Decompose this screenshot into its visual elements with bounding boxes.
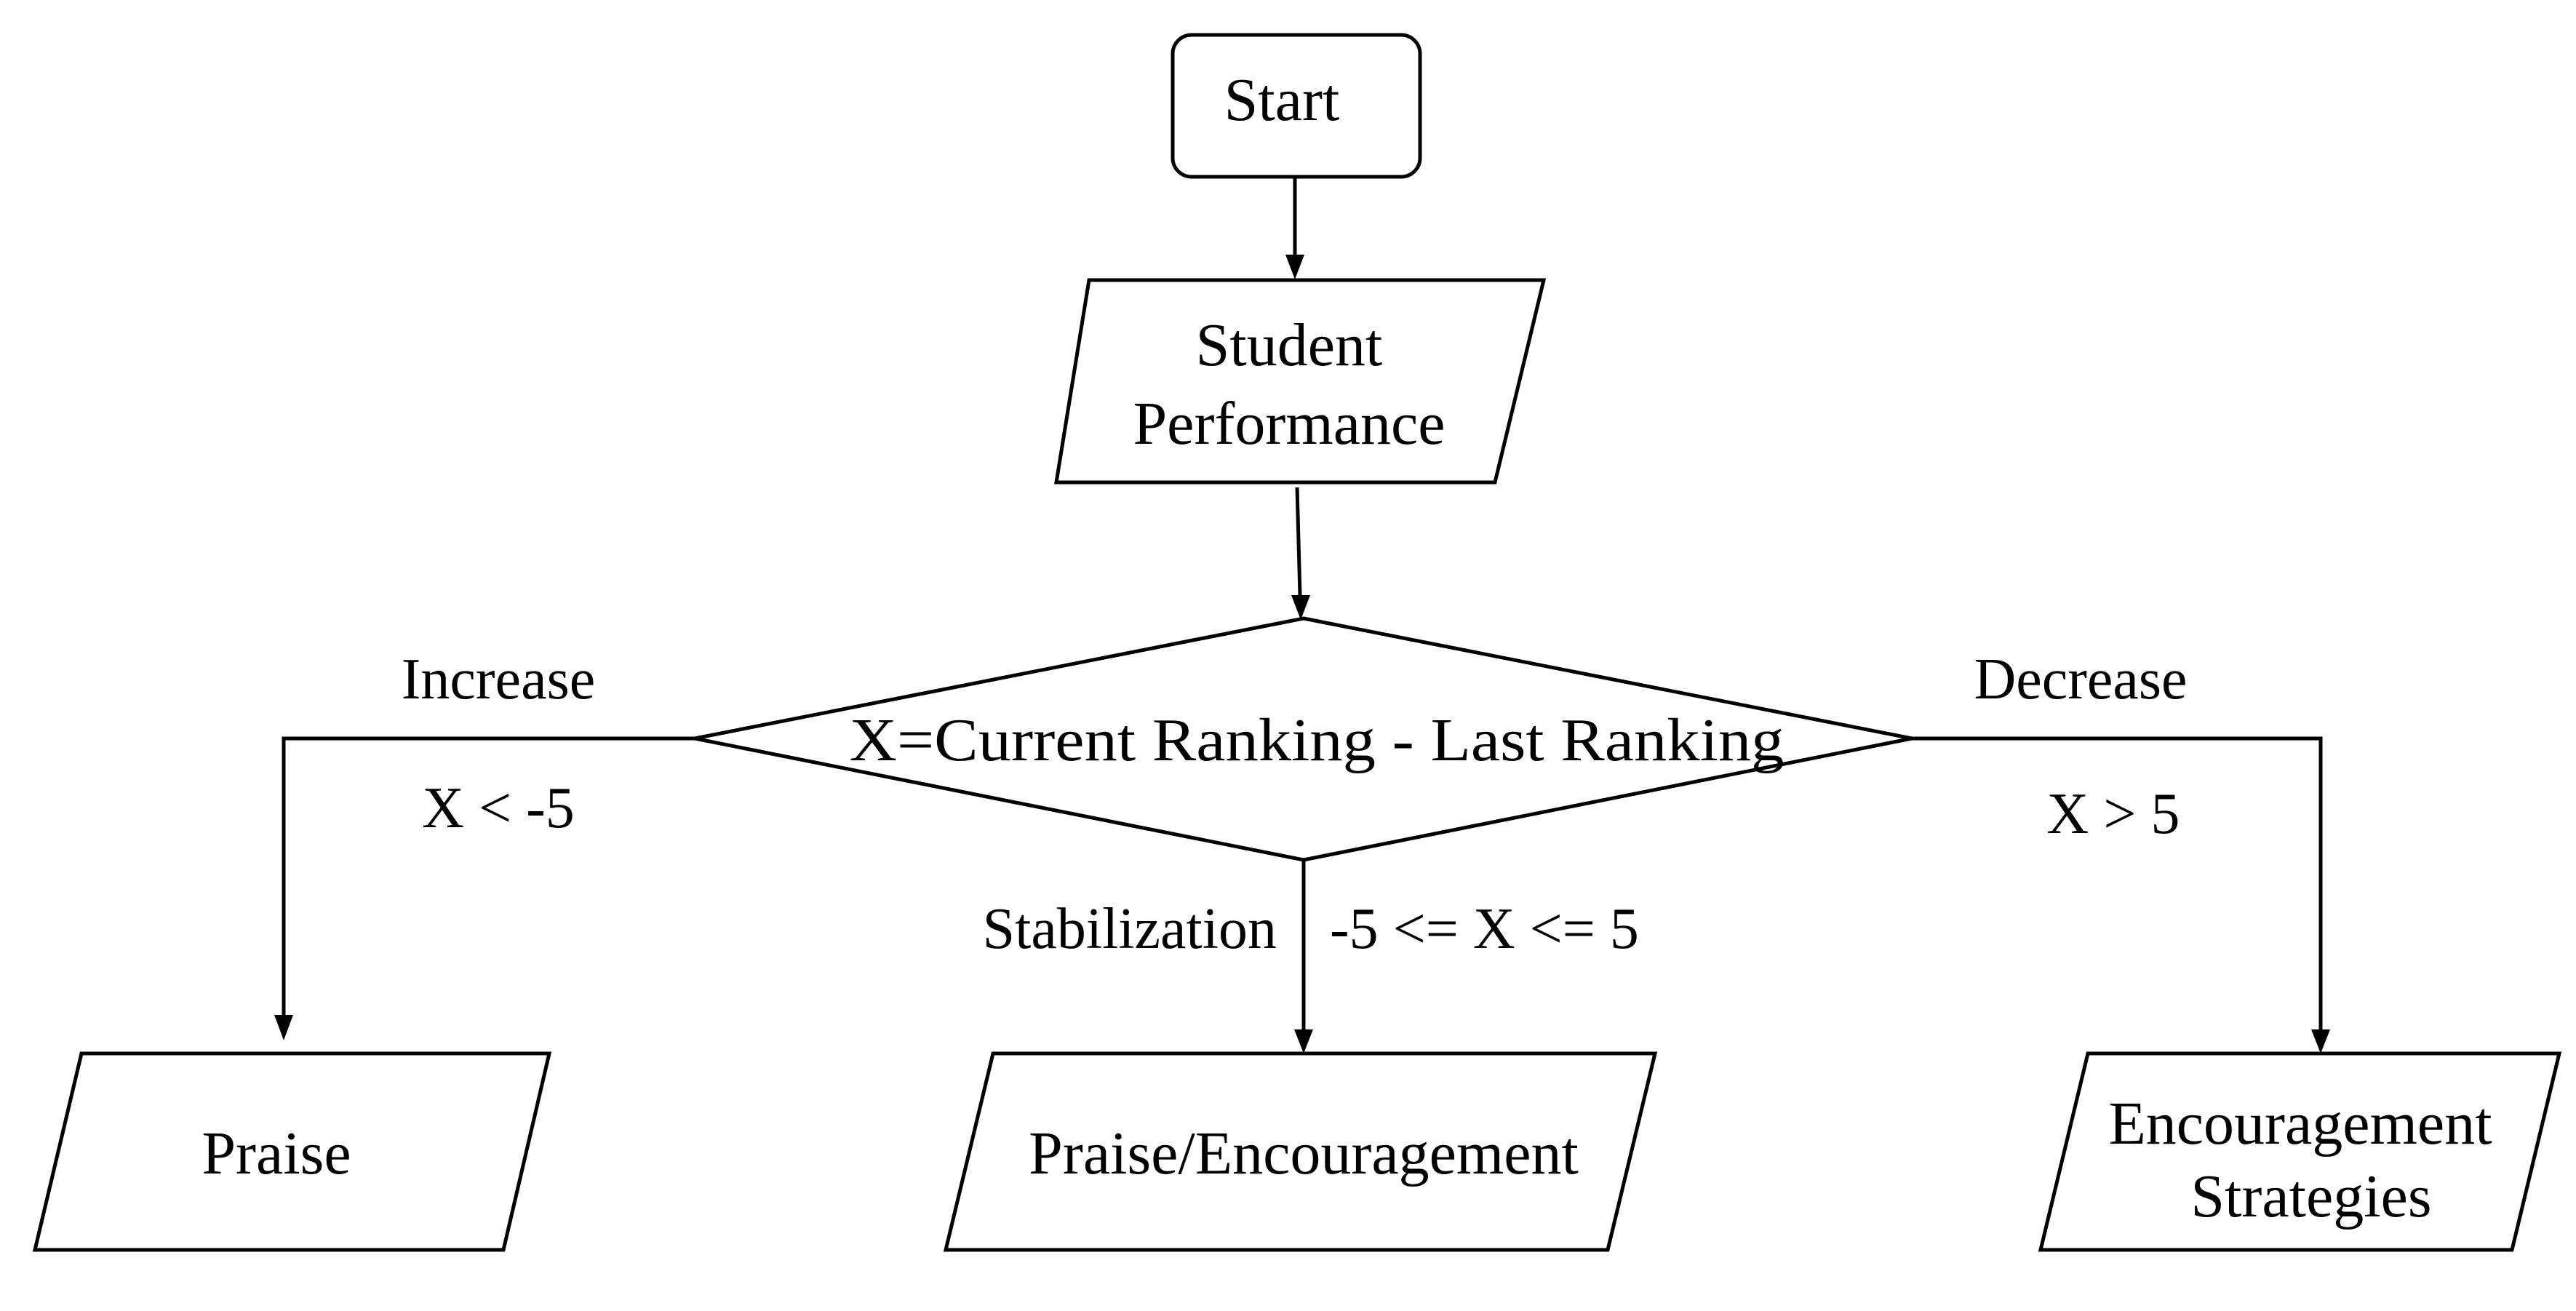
input-node-shape [1054, 278, 1547, 485]
mixed-node-label: Praise/Encouragement [1029, 1120, 1579, 1187]
edge-decrease-line [1912, 736, 2323, 1029]
edge-stabilization-condition: -5 <= X <= 5 [1330, 897, 1639, 961]
edge-decrease-condition: X > 5 [2047, 782, 2180, 846]
arrowhead-input-to-decision [1291, 595, 1310, 620]
start-node-shape [1171, 33, 1422, 179]
encourage-node-label-line2: Strategies [2190, 1163, 2431, 1230]
encourage-node-label-line1: Encouragement [2108, 1090, 2492, 1157]
arrowhead-stabilization [1294, 1029, 1313, 1053]
arrowhead-decrease [2311, 1029, 2330, 1053]
edge-increase-condition: X < -5 [422, 776, 575, 840]
edge-decrease-name: Decrease [1974, 647, 2187, 712]
encourage-node: Encouragement Strategies [2038, 1051, 2562, 1252]
edge-input-to-decision [1295, 487, 1302, 596]
praise-node: Praise [32, 1051, 552, 1252]
start-node-label: Start [1224, 66, 1340, 134]
praise-node-shape [32, 1051, 552, 1252]
decision-node-shape [694, 616, 1913, 862]
mixed-node-shape [943, 1051, 1658, 1252]
praise-node-label: Praise [202, 1120, 351, 1187]
start-node: Start [1171, 33, 1422, 179]
encourage-node-shape [2038, 1051, 2562, 1252]
edge-increase-line [282, 736, 695, 1015]
decision-node-label: X=Current Ranking - Last Ranking [850, 706, 1785, 774]
input-node-label-line2: Performance [1133, 390, 1445, 458]
arrowhead-increase [274, 1015, 293, 1040]
mixed-node: Praise/Encouragement [943, 1051, 1658, 1252]
input-node-label-line1: Student [1196, 311, 1383, 379]
decision-node: X=Current Ranking - Last Ranking [694, 616, 1913, 862]
edge-stabilization-name: Stabilization [983, 897, 1277, 961]
input-node: Student Performance [1054, 278, 1547, 485]
edge-increase-name: Increase [402, 647, 595, 712]
arrowhead-start-to-input [1285, 255, 1304, 279]
